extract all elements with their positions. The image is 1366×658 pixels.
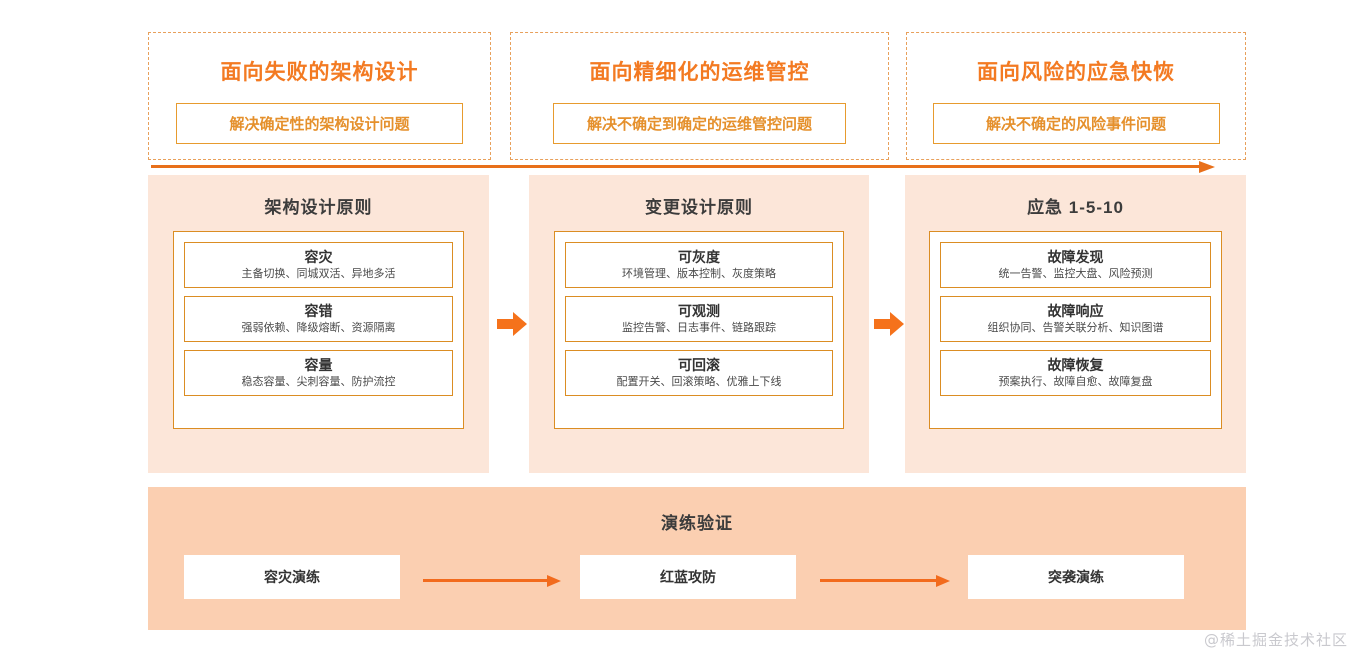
principle-card: 容量 稳态容量、尖刺容量、防护流控 — [184, 350, 453, 396]
principle-card: 可回滚 配置开关、回滚策略、优雅上下线 — [565, 350, 833, 396]
watermark: @稀土掘金技术社区 — [1203, 631, 1348, 649]
block-arrow-right-icon — [874, 310, 904, 338]
principle-card: 故障发现 统一告警、监控大盘、风险预测 — [940, 242, 1211, 288]
principle-card: 可灰度 环境管理、版本控制、灰度策略 — [565, 242, 833, 288]
arrow-head — [936, 575, 950, 587]
goal-title: 面向风险的应急快恢 — [977, 61, 1175, 84]
principle-card: 故障响应 组织协同、告警关联分析、知识图谱 — [940, 296, 1211, 342]
card-title: 故障响应 — [1047, 302, 1104, 319]
goal-title: 面向失败的架构设计 — [220, 61, 419, 84]
panel-title: 架构设计原则 — [264, 198, 373, 217]
flow-arrow-right-icon — [151, 161, 1219, 173]
principle-card: 故障恢复 预案执行、故障自愈、故障复盘 — [940, 350, 1211, 396]
goal-box-operations: 面向精细化的运维管控 解决不确定到确定的运维管控问题 — [510, 32, 889, 160]
panel-emergency-response: 应急 1-5-10 故障发现 统一告警、监控大盘、风险预测 故障响应 组织协同、… — [905, 175, 1246, 473]
card-title: 容量 — [304, 356, 333, 373]
panel-title: 变更设计原则 — [645, 198, 753, 217]
card-title: 容灾 — [304, 248, 333, 265]
principle-card: 容灾 主备切换、同城双活、异地多活 — [184, 242, 453, 288]
arrow-right-icon — [423, 575, 561, 587]
panel-architecture-principles: 架构设计原则 容灾 主备切换、同城双活、异地多活 容错 强弱依赖、降级熔断、资源… — [148, 175, 489, 473]
arrow-head — [1199, 161, 1215, 173]
goal-subtitle: 解决不确定到确定的运维管控问题 — [553, 103, 846, 144]
card-description: 稳态容量、尖刺容量、防护流控 — [241, 376, 396, 389]
principle-card: 可观测 监控告警、日志事件、链路跟踪 — [565, 296, 833, 342]
block-arrow-right-icon — [497, 310, 527, 338]
card-container: 容灾 主备切换、同城双活、异地多活 容错 强弱依赖、降级熔断、资源隔离 容量 稳… — [173, 231, 464, 429]
card-description: 统一告警、监控大盘、风险预测 — [998, 268, 1153, 281]
card-description: 环境管理、版本控制、灰度策略 — [622, 268, 776, 281]
card-title: 容错 — [304, 302, 333, 319]
card-title: 故障发现 — [1047, 248, 1104, 265]
card-container: 可灰度 环境管理、版本控制、灰度策略 可观测 监控告警、日志事件、链路跟踪 可回… — [554, 231, 844, 429]
arrow-shaft — [423, 579, 548, 582]
goal-boxes-row: 面向失败的架构设计 解决确定性的架构设计问题 面向精细化的运维管控 解决不确定到… — [148, 32, 1246, 160]
panel-change-principles: 变更设计原则 可灰度 环境管理、版本控制、灰度策略 可观测 监控告警、日志事件、… — [529, 175, 869, 473]
card-title: 可观测 — [678, 302, 720, 319]
drill-step: 红蓝攻防 — [580, 555, 796, 599]
card-description: 监控告警、日志事件、链路跟踪 — [622, 322, 776, 335]
drill-step: 突袭演练 — [968, 555, 1184, 599]
goal-subtitle: 解决不确定的风险事件问题 — [932, 103, 1220, 144]
card-description: 强弱依赖、降级熔断、资源隔离 — [241, 322, 396, 335]
panel-title: 应急 1-5-10 — [1027, 198, 1124, 217]
card-description: 预案执行、故障自愈、故障复盘 — [998, 376, 1153, 389]
panel-title: 演练验证 — [661, 514, 733, 533]
drill-step: 容灾演练 — [184, 555, 400, 599]
principle-panels-row: 架构设计原则 容灾 主备切换、同城双活、异地多活 容错 强弱依赖、降级熔断、资源… — [148, 175, 1246, 473]
goal-title: 面向精细化的运维管控 — [589, 61, 810, 84]
principle-card: 容错 强弱依赖、降级熔断、资源隔离 — [184, 296, 453, 342]
goal-box-architecture: 面向失败的架构设计 解决确定性的架构设计问题 — [148, 32, 491, 160]
card-description: 组织协同、告警关联分析、知识图谱 — [987, 322, 1164, 335]
goal-subtitle: 解决确定性的架构设计问题 — [176, 103, 463, 144]
card-title: 可回滚 — [678, 356, 720, 373]
card-title: 故障恢复 — [1047, 356, 1104, 373]
card-title: 可灰度 — [678, 248, 720, 265]
card-description: 主备切换、同城双活、异地多活 — [241, 268, 396, 281]
arrow-shaft — [820, 579, 937, 582]
arrow-head — [547, 575, 561, 587]
card-container: 故障发现 统一告警、监控大盘、风险预测 故障响应 组织协同、告警关联分析、知识图… — [929, 231, 1222, 429]
card-description: 配置开关、回滚策略、优雅上下线 — [616, 376, 782, 389]
arrow-shaft — [151, 165, 1203, 168]
panel-drill-verification: 演练验证 容灾演练 红蓝攻防 突袭演练 — [148, 487, 1246, 630]
arrow-right-icon — [820, 575, 950, 587]
goal-box-emergency: 面向风险的应急快恢 解决不确定的风险事件问题 — [906, 32, 1246, 160]
